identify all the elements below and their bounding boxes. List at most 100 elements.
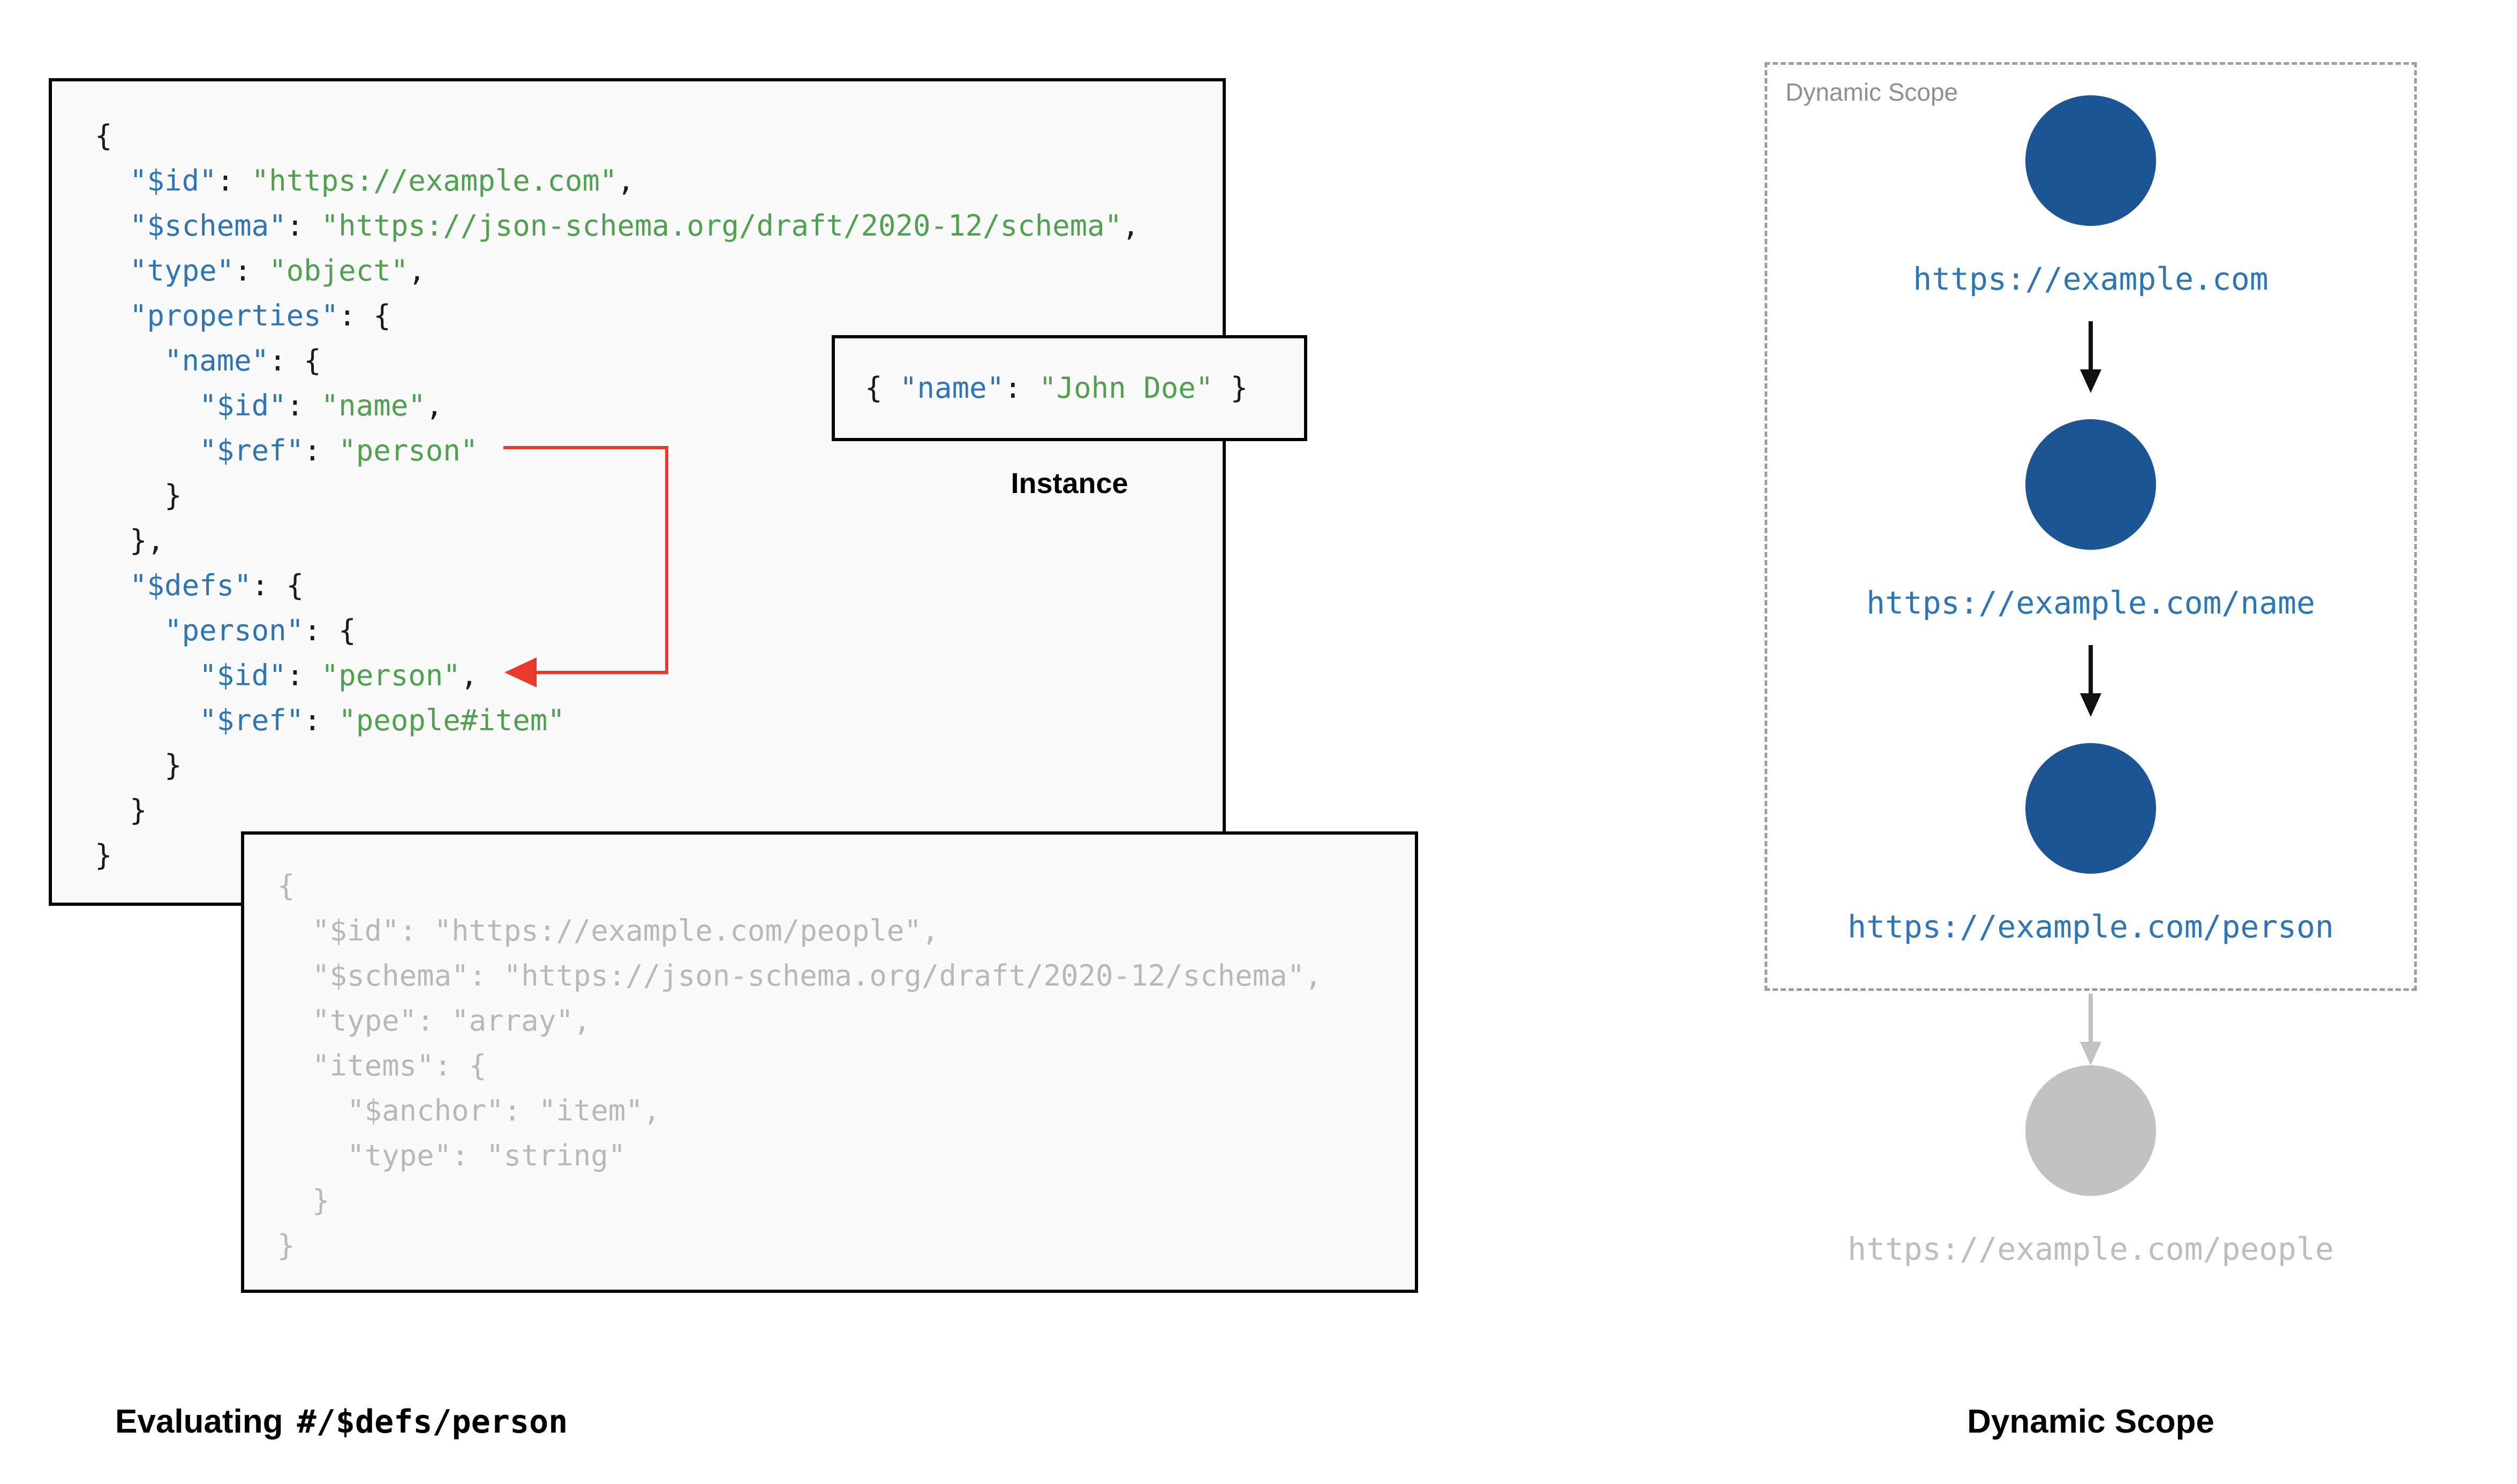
- json-punct: [95, 703, 199, 737]
- json-punct: :: [304, 434, 339, 467]
- json-punct: {: [95, 119, 112, 153]
- evaluating-caption: Evaluating#/$defs/person: [115, 1403, 568, 1441]
- json-punct: {: [277, 869, 295, 903]
- json-key: "name": [164, 344, 269, 377]
- json-punct: [95, 344, 164, 377]
- json-string: "person": [338, 434, 478, 467]
- down-arrow-icon: [2080, 645, 2101, 717]
- code-line: }: [95, 743, 1223, 788]
- json-key: "person": [164, 614, 304, 647]
- instance-code-box: { "name": "John Doe" }: [832, 335, 1307, 441]
- json-punct: :: [286, 389, 321, 422]
- json-punct: ,: [643, 1094, 661, 1127]
- json-key: "$id": [199, 658, 287, 692]
- json-punct: ,: [1122, 209, 1140, 243]
- root-schema-code-box: { "$id": "https://example.com", "$schema…: [49, 78, 1226, 906]
- code-line: "type": "array",: [277, 998, 1415, 1043]
- code-line: "$schema": "https://json-schema.org/draf…: [277, 953, 1415, 998]
- scope-node-circle-1: [2025, 95, 2156, 226]
- json-punct: }: [277, 1229, 295, 1262]
- json-punct: },: [95, 524, 165, 557]
- code-line: }: [95, 473, 1223, 518]
- json-punct: : {: [304, 614, 356, 647]
- code-line: }: [95, 788, 1223, 833]
- evaluating-caption-prefix: Evaluating: [115, 1403, 283, 1440]
- arrow-head: [2080, 1042, 2101, 1065]
- json-key: "name": [900, 371, 1005, 405]
- json-key: "$id": [130, 164, 217, 198]
- json-string: "item": [538, 1094, 643, 1127]
- code-line: "name": {: [95, 338, 1223, 383]
- scope-node-circle-4: [2025, 1065, 2156, 1196]
- json-punct: : {: [269, 344, 321, 377]
- json-key: "$schema": [130, 209, 287, 243]
- code-line: "type": "object",: [95, 248, 1223, 293]
- json-key: "properties": [130, 299, 339, 332]
- json-punct: ,: [408, 254, 426, 287]
- code-line: "$defs": {: [95, 563, 1223, 608]
- json-key: "$defs": [130, 569, 252, 602]
- dynamic-scope-box: Dynamic Scope: [1765, 62, 2417, 991]
- json-punct: [95, 389, 199, 422]
- json-punct: [277, 959, 312, 993]
- arrow-head: [2080, 369, 2101, 393]
- scope-node-url-3: https://example.com/person: [1848, 908, 2334, 945]
- code-line: "$id": "https://example.com",: [95, 158, 1223, 203]
- json-punct: [95, 164, 130, 198]
- code-line: "properties": {: [95, 293, 1223, 338]
- dynamic-scope-caption: Dynamic Scope: [1967, 1403, 2214, 1440]
- json-punct: }: [277, 1184, 330, 1217]
- json-punct: [95, 299, 130, 332]
- down-arrow-icon: [2080, 321, 2101, 393]
- json-punct: ,: [573, 1004, 591, 1038]
- code-line: "$anchor": "item",: [277, 1088, 1415, 1133]
- json-key: "type": [312, 1004, 417, 1038]
- json-string: "John Doe": [1039, 371, 1214, 405]
- json-key: "$anchor": [347, 1094, 504, 1127]
- json-punct: :: [216, 164, 252, 198]
- json-punct: [277, 914, 312, 948]
- json-punct: [95, 569, 130, 602]
- json-punct: : {: [434, 1049, 487, 1082]
- json-punct: }: [95, 479, 182, 512]
- json-punct: [277, 1004, 312, 1038]
- dynamic-scope-box-label: Dynamic Scope: [1785, 78, 1958, 106]
- code-line: {: [95, 113, 1223, 158]
- json-punct: ,: [425, 389, 443, 422]
- json-string: "object": [269, 254, 409, 287]
- code-line: "items": {: [277, 1043, 1415, 1088]
- json-punct: [95, 614, 164, 647]
- json-punct: :: [286, 658, 321, 692]
- json-string: "person": [321, 658, 461, 692]
- json-key: "$id": [312, 914, 400, 948]
- code-line: "$id": "name",: [95, 383, 1223, 428]
- json-punct: :: [451, 1139, 487, 1172]
- json-key: "$ref": [199, 703, 304, 737]
- json-string: "https://example.com": [251, 164, 617, 198]
- code-line: }: [95, 833, 1223, 878]
- json-punct: ,: [460, 658, 478, 692]
- json-punct: [277, 1049, 312, 1082]
- json-punct: :: [1004, 371, 1039, 405]
- code-line: }: [277, 1178, 1415, 1223]
- code-line: "$ref": "people#item": [95, 698, 1223, 743]
- code-line: "$id": "https://example.com/people",: [277, 908, 1415, 953]
- json-punct: :: [503, 1094, 539, 1127]
- code-line: "$id": "person",: [95, 653, 1223, 698]
- json-punct: [95, 434, 199, 467]
- instance-label: Instance: [1011, 467, 1128, 499]
- code-line: "person": {: [95, 608, 1223, 653]
- json-string: "people#item": [338, 703, 565, 737]
- json-punct: :: [469, 959, 504, 993]
- json-punct: [277, 1139, 347, 1172]
- json-punct: :: [234, 254, 269, 287]
- down-arrow-icon-gray: [2080, 994, 2101, 1065]
- json-string: "string": [486, 1139, 626, 1172]
- json-key: "$id": [199, 389, 287, 422]
- code-line: "$ref": "person": [95, 428, 1223, 473]
- scope-node-circle-3: [2025, 743, 2156, 874]
- json-punct: }: [95, 838, 112, 872]
- arrow-head: [2080, 693, 2101, 717]
- json-punct: [277, 1094, 347, 1127]
